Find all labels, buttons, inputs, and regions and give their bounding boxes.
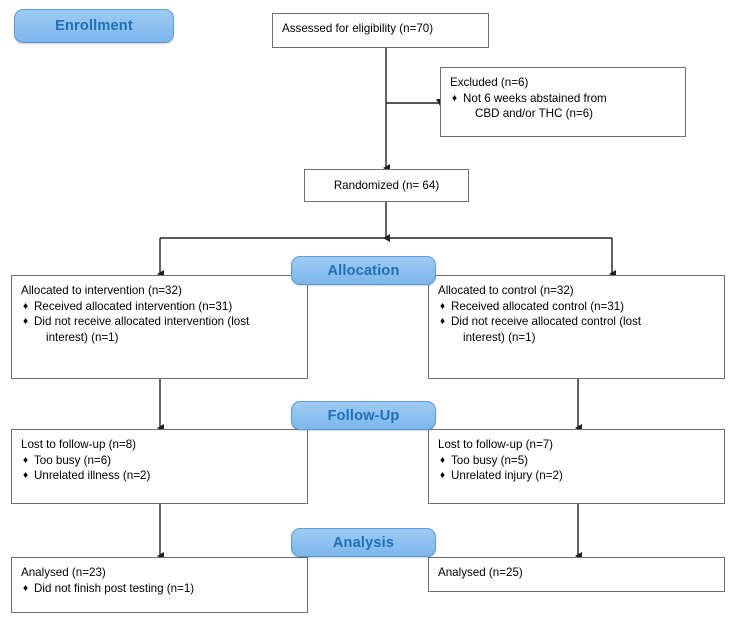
bullet-icon: ♦ — [23, 316, 29, 327]
node-item-list: ♦ Did not finish post testing (n=1) — [21, 581, 298, 597]
node-item-list: ♦ Not 6 weeks abstained from CBD and/or … — [450, 91, 676, 122]
node-allocated-control: Allocated to control (n=32) ♦ Received a… — [428, 275, 725, 379]
list-item-line1: Unrelated illness (n=2) — [34, 469, 151, 482]
bullet-icon: ♦ — [23, 470, 29, 481]
list-item-line1: Unrelated injury (n=2) — [451, 469, 563, 482]
bullet-icon: ♦ — [440, 454, 446, 466]
node-item-list: ♦ Received allocated intervention (n=31)… — [21, 299, 298, 346]
stage-label-enrollment-text: Enrollment — [55, 18, 133, 34]
list-item-line1: Did not receive allocated intervention (… — [34, 315, 250, 328]
bullet-icon: ♦ — [23, 300, 29, 312]
node-randomized: Randomized (n= 64) — [304, 169, 469, 202]
list-item-line2: interest) (n=1) — [463, 330, 536, 344]
node-title: Lost to follow-up (n=8) — [21, 438, 137, 451]
stage-label-allocation-text: Allocation — [327, 262, 400, 279]
list-item: ♦ Did not receive allocated intervention… — [21, 314, 298, 345]
bullet-icon: ♦ — [440, 316, 446, 327]
stage-label-followup: Follow-Up — [291, 401, 436, 430]
bullet-icon: ♦ — [440, 300, 446, 312]
node-lost-to-followup-control: Lost to follow-up (n=7) ♦ Too busy (n=5)… — [428, 429, 725, 504]
stage-label-analysis-text: Analysis — [332, 534, 395, 551]
node-analysed-intervention: Analysed (n=23) ♦ Did not finish post te… — [11, 557, 308, 613]
node-title: Lost to follow-up (n=7) — [438, 438, 554, 451]
node-title: Excluded (n=6) — [450, 76, 529, 89]
list-item-line1: Did not receive allocated control (lost — [451, 315, 642, 328]
stage-label-analysis: Analysis — [291, 528, 436, 557]
list-item: ♦ Too busy (n=5) — [438, 453, 715, 469]
stage-label-enrollment: Enrollment — [14, 9, 174, 43]
list-item-line1: Received allocated control (n=31) — [451, 299, 625, 313]
list-item-line2: interest) (n=1) — [46, 330, 119, 344]
list-item-line1: Too busy (n=5) — [451, 453, 529, 467]
node-title: Analysed (n=25) — [438, 566, 523, 579]
list-item-line2: CBD and/or THC (n=6) — [475, 107, 594, 120]
node-title: Randomized (n= 64) — [333, 178, 440, 192]
list-item: ♦ Received allocated intervention (n=31) — [21, 299, 298, 315]
list-item: ♦ Received allocated control (n=31) — [438, 299, 715, 315]
list-item: ♦ Did not receive allocated control (los… — [438, 314, 715, 345]
stage-label-allocation: Allocation — [291, 256, 436, 285]
list-item: ♦ Not 6 weeks abstained from CBD and/or … — [450, 91, 676, 122]
node-lost-to-followup-intervention: Lost to follow-up (n=8) ♦ Too busy (n=6)… — [11, 429, 308, 504]
bullet-icon: ♦ — [23, 582, 29, 594]
list-item: ♦ Unrelated injury (n=2) — [438, 468, 715, 484]
list-item-line1: Not 6 weeks abstained from — [463, 91, 607, 105]
node-item-list: ♦ Too busy (n=5) ♦ Unrelated injury (n=2… — [438, 453, 715, 484]
list-item: ♦ Too busy (n=6) — [21, 453, 298, 469]
node-title: Allocated to intervention (n=32) — [21, 284, 182, 297]
stage-label-followup-text: Follow-Up — [327, 407, 400, 424]
node-excluded: Excluded (n=6) ♦ Not 6 weeks abstained f… — [440, 67, 686, 137]
node-item-list: ♦ Too busy (n=6) ♦ Unrelated illness (n=… — [21, 453, 298, 484]
list-item-line1: Too busy (n=6) — [34, 453, 112, 467]
list-item-line1: Did not finish post testing (n=1) — [34, 581, 195, 595]
node-allocated-intervention: Allocated to intervention (n=32) ♦ Recei… — [11, 275, 308, 379]
node-title: Allocated to control (n=32) — [438, 284, 574, 297]
node-title: Assessed for eligibility (n=70) — [282, 22, 434, 35]
list-item: ♦ Unrelated illness (n=2) — [21, 468, 298, 484]
bullet-icon: ♦ — [440, 470, 446, 481]
node-assessed-for-eligibility: Assessed for eligibility (n=70) — [272, 13, 489, 48]
list-item-line1: Received allocated intervention (n=31) — [34, 299, 233, 313]
node-analysed-control: Analysed (n=25) — [428, 557, 725, 592]
bullet-icon: ♦ — [452, 92, 458, 104]
node-title: Analysed (n=23) — [21, 566, 106, 579]
bullet-icon: ♦ — [23, 454, 29, 466]
node-item-list: ♦ Received allocated control (n=31) ♦ Di… — [438, 299, 715, 346]
list-item: ♦ Did not finish post testing (n=1) — [21, 581, 298, 597]
